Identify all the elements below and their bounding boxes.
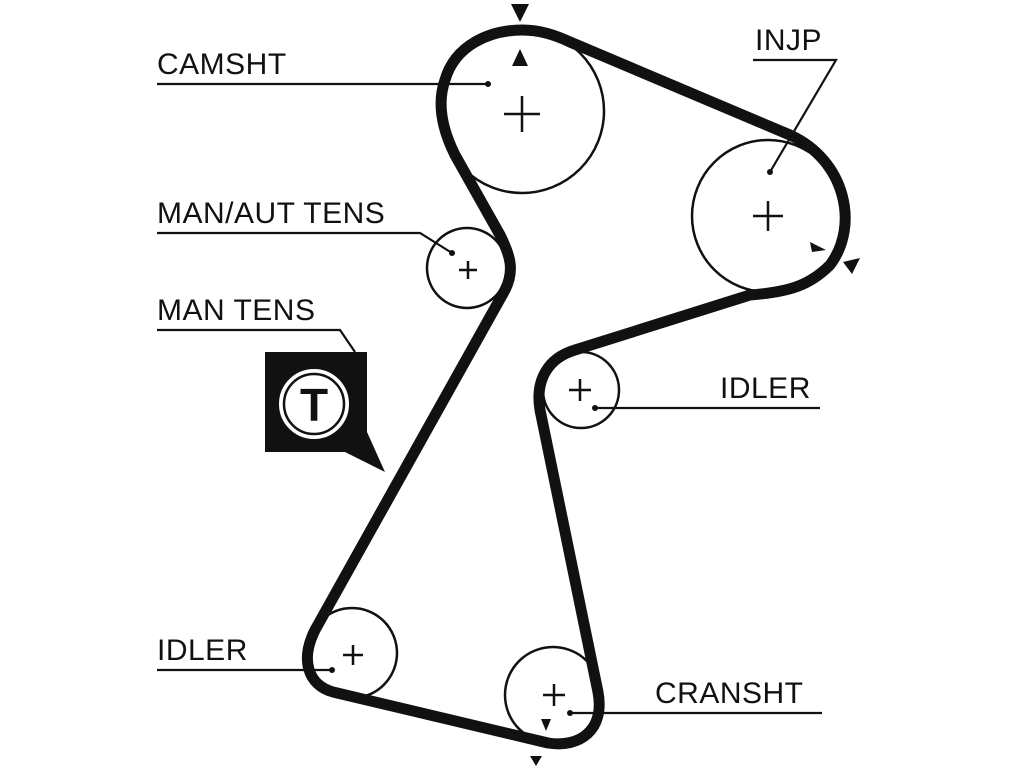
tensioner-badge: T — [265, 352, 385, 472]
idler-left-center-cross — [343, 645, 363, 665]
injection-pump-center-cross — [753, 201, 783, 231]
man-aut-tensioner-label: MAN/AUT TENS — [157, 197, 385, 230]
crankshaft-timing-mark-outer — [530, 756, 542, 766]
idler-right-center-cross — [569, 379, 591, 401]
man-aut-tensioner-leader — [157, 231, 453, 254]
camshaft-center-cross — [504, 96, 540, 132]
injection-pump-leader — [753, 58, 838, 173]
man-aut-tensioner-center-cross — [459, 261, 477, 279]
camshaft-timing-mark-inner — [512, 49, 528, 66]
man-tensioner-leader — [157, 328, 356, 353]
timing-belt — [302, 24, 851, 750]
injection-pump-timing-mark-outer — [843, 258, 860, 274]
idler-left-label: IDLER — [157, 634, 248, 667]
tensioner-badge-letter: T — [300, 379, 328, 431]
man-tensioner-label: MAN TENS — [157, 294, 315, 327]
camshaft-timing-mark-outer — [511, 4, 529, 22]
idler-right-label: IDLER — [720, 372, 811, 405]
crankshaft-label: CRANSHT — [655, 677, 804, 710]
injection-pump-label: INJP — [755, 24, 822, 57]
injection-pump-timing-mark-inner — [810, 242, 826, 252]
camshaft-label: CAMSHT — [157, 48, 287, 81]
crankshaft-timing-mark-inner — [541, 719, 551, 731]
crankshaft-center-cross — [543, 684, 565, 706]
